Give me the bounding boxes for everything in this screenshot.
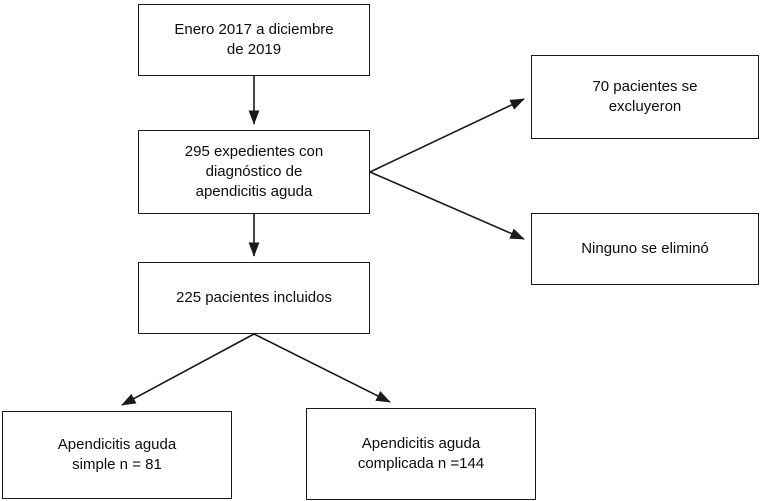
node-included-label: 225 pacientes incluidos xyxy=(176,288,332,306)
node-eliminated: Ninguno se eliminó xyxy=(531,213,759,285)
node-eliminated-label: Ninguno se eliminó xyxy=(581,239,709,257)
node-simple-label: Apendicitis aguda simple n = 81 xyxy=(57,435,177,473)
node-period: Enero 2017 a diciembre de 2019 xyxy=(138,4,370,76)
node-included: 225 pacientes incluidos xyxy=(138,262,370,334)
node-excluded-label: 70 pacientes se excluyeron xyxy=(592,77,698,115)
edge-included-to-complicated xyxy=(253,333,391,403)
edge-records-to-excluded xyxy=(369,98,525,173)
node-records-label: 295 expedientes con diagnóstico de apend… xyxy=(184,142,324,201)
node-complicated: Apendicitis aguda complicada n =144 xyxy=(306,408,536,500)
node-complicated-label: Apendicitis aguda complicada n =144 xyxy=(357,434,485,472)
node-records: 295 expedientes con diagnóstico de apend… xyxy=(138,130,370,214)
node-period-label: Enero 2017 a diciembre de 2019 xyxy=(174,20,334,58)
edge-records-to-eliminated xyxy=(369,171,525,240)
edge-included-to-simple xyxy=(121,333,255,406)
node-simple: Apendicitis aguda simple n = 81 xyxy=(2,411,232,499)
node-excluded: 70 pacientes se excluyeron xyxy=(531,55,759,139)
